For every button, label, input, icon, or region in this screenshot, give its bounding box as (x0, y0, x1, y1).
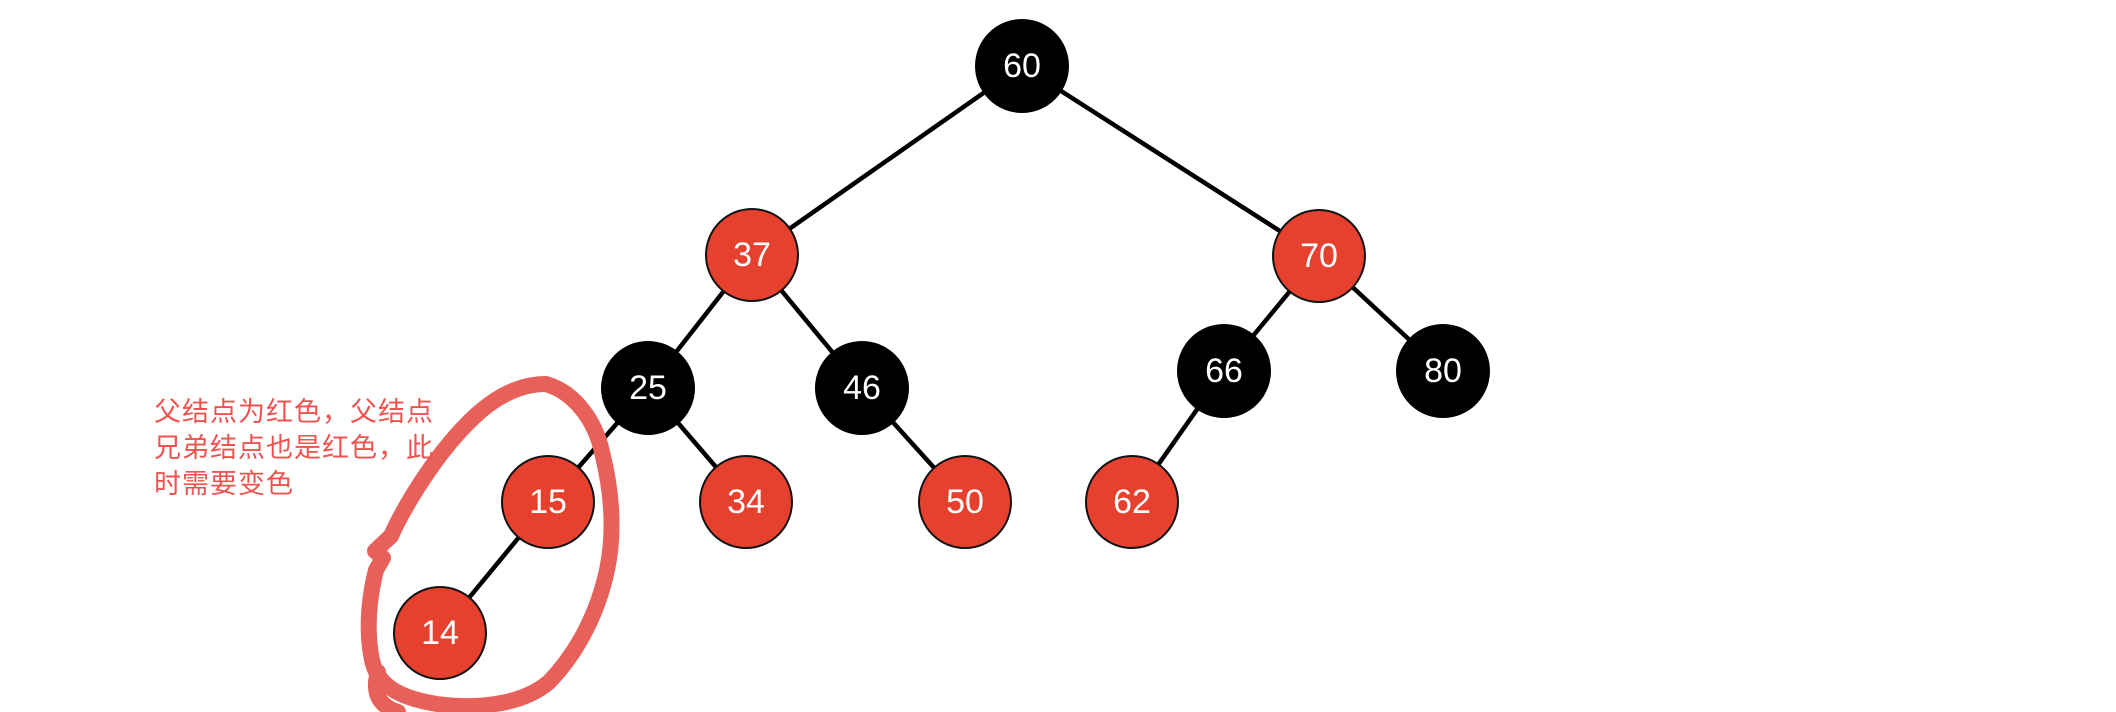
tree-node-25: 25 (601, 341, 695, 435)
tree-node-label: 25 (629, 368, 667, 407)
hand-drawn-loop-tail (367, 664, 406, 712)
tree-node-label: 60 (1003, 46, 1041, 85)
annotation-line-3: 时需要变色 (154, 469, 294, 499)
annotation-line-2: 兄弟结点也是红色，此 (154, 433, 434, 463)
tree-node-label: 37 (733, 235, 771, 274)
tree-node-label: 62 (1113, 482, 1151, 521)
tree-node-label: 15 (529, 482, 567, 521)
tree-edge-60-70 (1020, 64, 1321, 258)
tree-node-34: 34 (699, 455, 793, 549)
tree-node-62: 62 (1085, 455, 1179, 549)
tree-node-label: 66 (1205, 351, 1243, 390)
tree-node-46: 46 (815, 341, 909, 435)
tree-node-label: 80 (1424, 351, 1462, 390)
tree-node-14: 14 (393, 586, 487, 680)
tree-node-60: 60 (975, 19, 1069, 113)
tree-node-80: 80 (1396, 324, 1490, 418)
tree-node-label: 14 (421, 613, 459, 652)
tree-node-50: 50 (918, 455, 1012, 549)
tree-node-66: 66 (1177, 324, 1271, 418)
tree-node-label: 70 (1300, 236, 1338, 275)
tree-node-label: 46 (843, 368, 881, 407)
annotation-text: 父结点为红色，父结点 兄弟结点也是红色，此 时需要变色 (154, 394, 474, 502)
tree-node-label: 34 (727, 482, 765, 521)
hand-drawn-highlight-loop (360, 376, 620, 712)
tree-edge-60-37 (750, 64, 1024, 257)
annotation-line-1: 父结点为红色，父结点 (154, 397, 434, 427)
tree-node-15: 15 (501, 455, 595, 549)
tree-node-label: 50 (946, 482, 984, 521)
tree-node-70: 70 (1272, 209, 1366, 303)
tree-node-37: 37 (705, 208, 799, 302)
